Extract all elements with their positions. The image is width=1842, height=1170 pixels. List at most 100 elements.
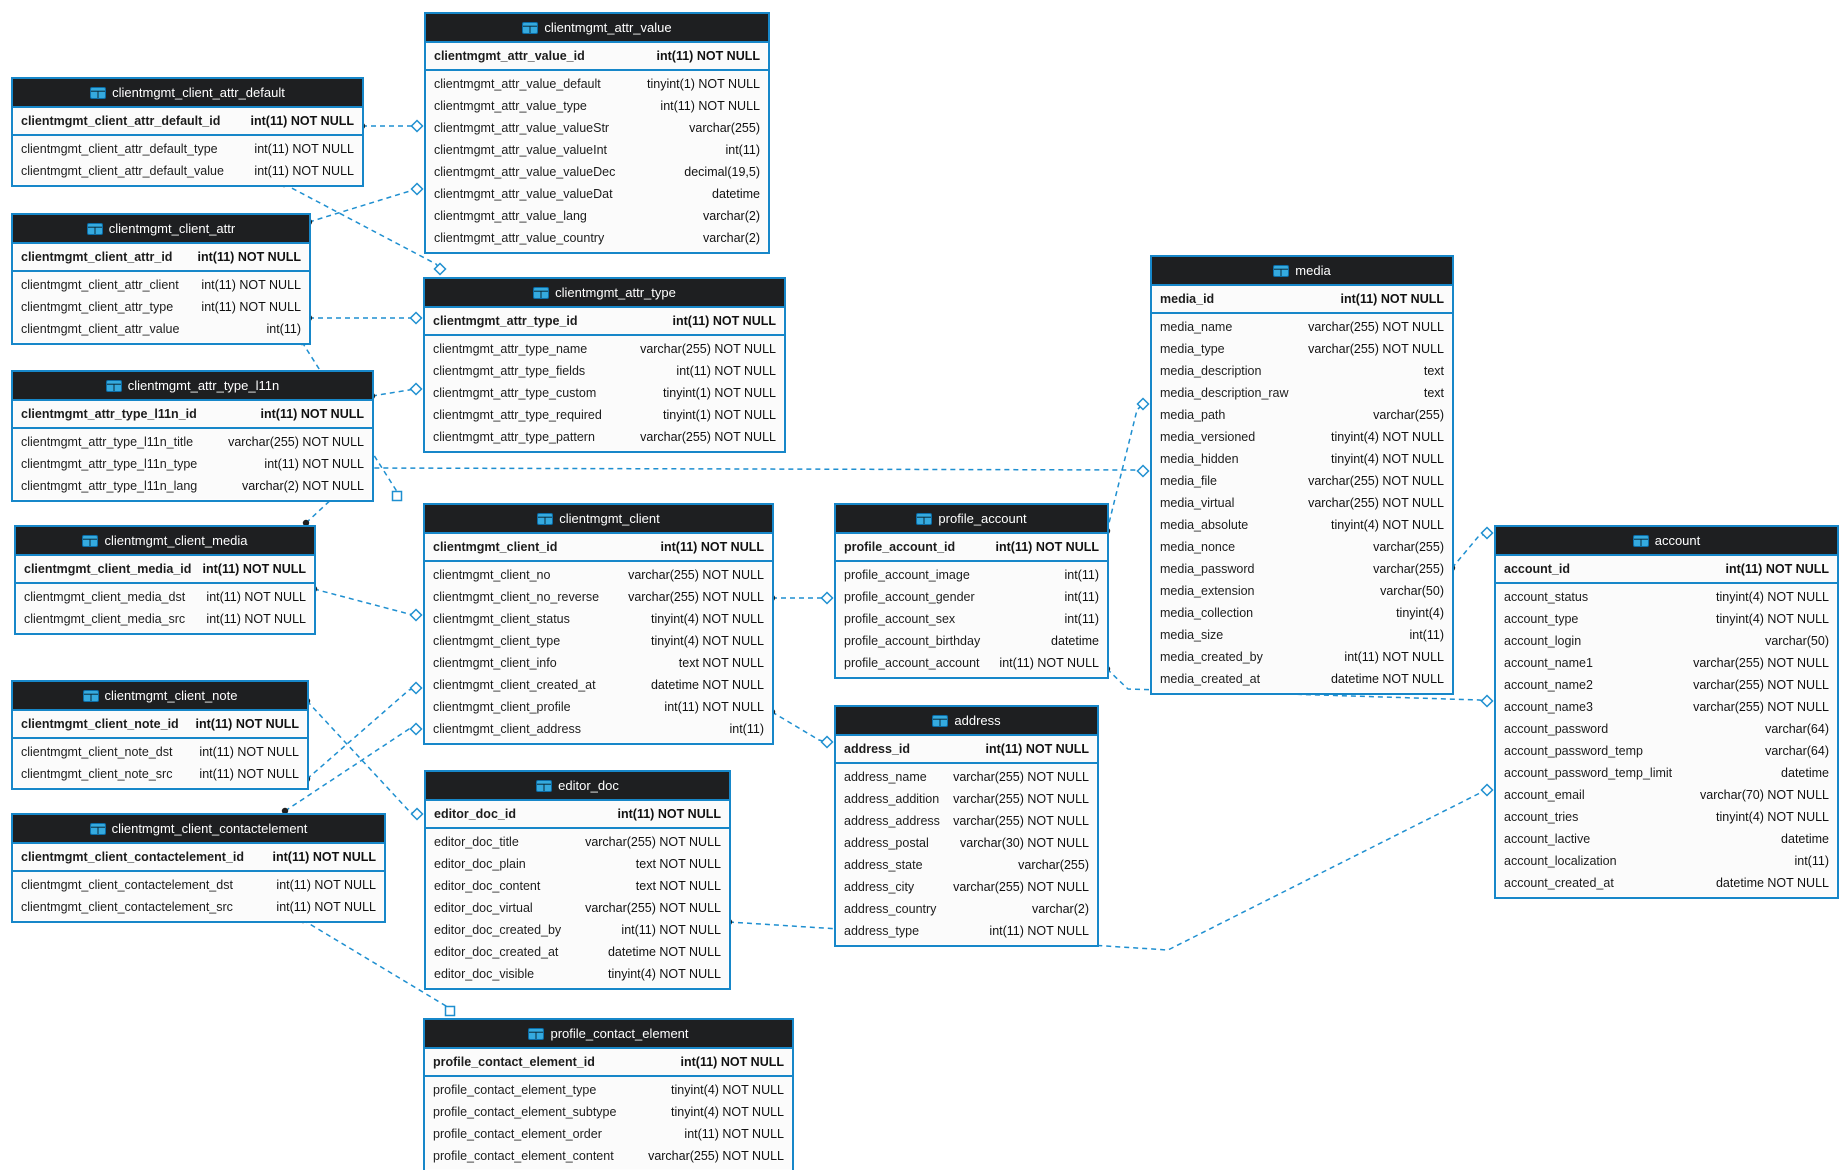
table-header-clientmgmt_client_attr_default[interactable]: clientmgmt_client_attr_default <box>13 79 362 108</box>
relationship-clientmgmt_attr_type_l11n-to-clientmgmt_attr_type[interactable] <box>371 388 417 397</box>
table-header-editor_doc[interactable]: editor_doc <box>426 772 729 801</box>
relationship-clientmgmt_client_note-to-clientmgmt_client[interactable] <box>306 687 417 780</box>
relationship-profile_account-to-media[interactable] <box>1106 403 1144 532</box>
relationship-clientmgmt_client_note-to-editor_doc[interactable] <box>306 700 418 815</box>
table-header-clientmgmt_attr_type[interactable]: clientmgmt_attr_type <box>425 279 784 308</box>
table-header-clientmgmt_client_media[interactable]: clientmgmt_client_media <box>16 527 314 556</box>
table-header-address[interactable]: address <box>836 707 1097 736</box>
table-header-account[interactable]: account <box>1496 527 1837 556</box>
table-header-profile_contact_element[interactable]: profile_contact_element <box>425 1020 792 1049</box>
table-header-clientmgmt_attr_value[interactable]: clientmgmt_attr_value <box>426 14 768 43</box>
table-header-clientmgmt_client[interactable]: clientmgmt_client <box>425 505 772 534</box>
table-header-clientmgmt_attr_type_l11n[interactable]: clientmgmt_attr_type_l11n <box>13 372 372 401</box>
